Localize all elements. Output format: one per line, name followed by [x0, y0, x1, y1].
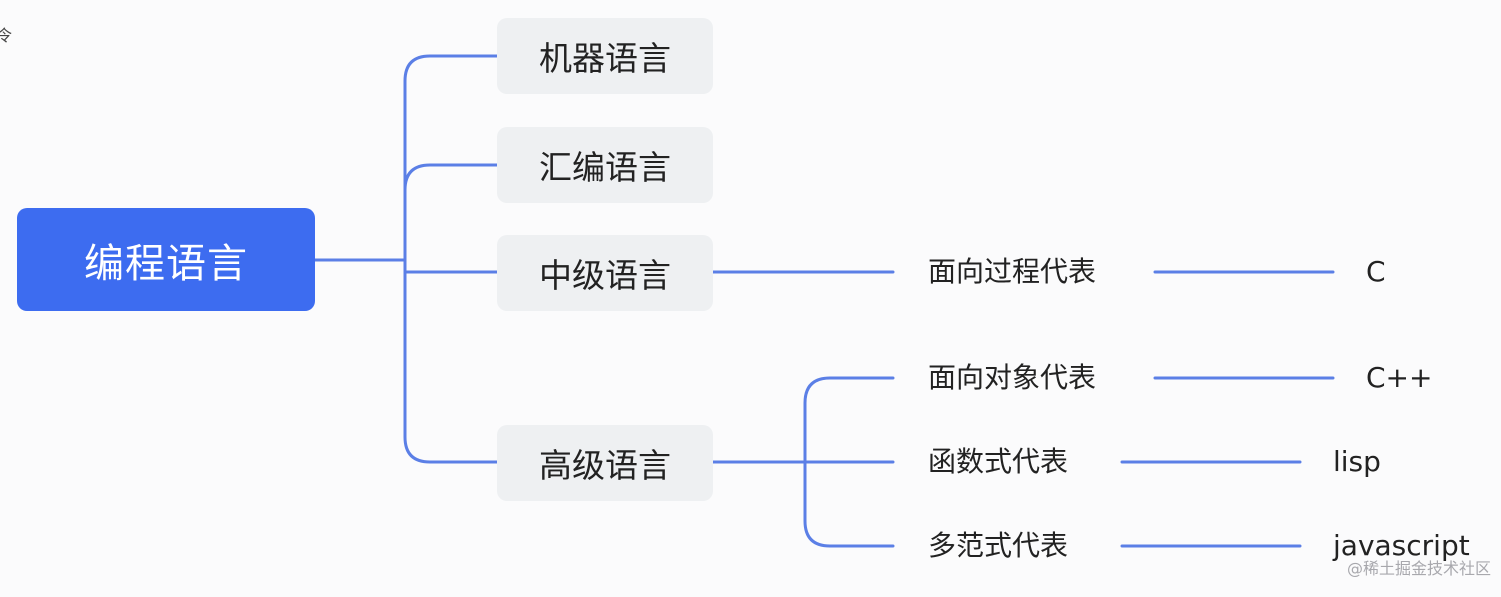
- leaf-c[interactable]: C: [1366, 255, 1386, 288]
- leaf-cpp[interactable]: C++: [1366, 361, 1433, 394]
- leaf-javascript[interactable]: javascript: [1333, 529, 1470, 562]
- leaf-lisp[interactable]: lisp: [1333, 445, 1381, 478]
- node-high-level-language[interactable]: 高级语言: [497, 425, 713, 501]
- node-label: 汇编语言: [539, 148, 671, 187]
- node-object-oriented[interactable]: 面向对象代表: [928, 361, 1097, 394]
- node-procedural[interactable]: 面向过程代表: [928, 255, 1097, 288]
- node-machine-language[interactable]: 机器语言: [497, 18, 713, 94]
- node-label: 中级语言: [539, 256, 671, 295]
- node-multi-paradigm[interactable]: 多范式代表: [928, 529, 1069, 562]
- root-node[interactable]: 编程语言: [17, 208, 315, 311]
- node-assembly-language[interactable]: 汇编语言: [497, 127, 713, 203]
- connector-subtrunk: [803, 376, 895, 548]
- corner-glyph: 令: [0, 26, 13, 45]
- connector-trunk: [403, 54, 499, 464]
- root-node-label: 编程语言: [84, 240, 248, 287]
- node-label: 高级语言: [539, 446, 671, 485]
- node-functional[interactable]: 函数式代表: [928, 445, 1069, 478]
- node-label: 机器语言: [539, 39, 671, 78]
- node-mid-level-language[interactable]: 中级语言: [497, 235, 713, 311]
- credit-watermark: @稀土掘金技术社区: [1346, 559, 1491, 578]
- connector-assembly: [403, 163, 499, 192]
